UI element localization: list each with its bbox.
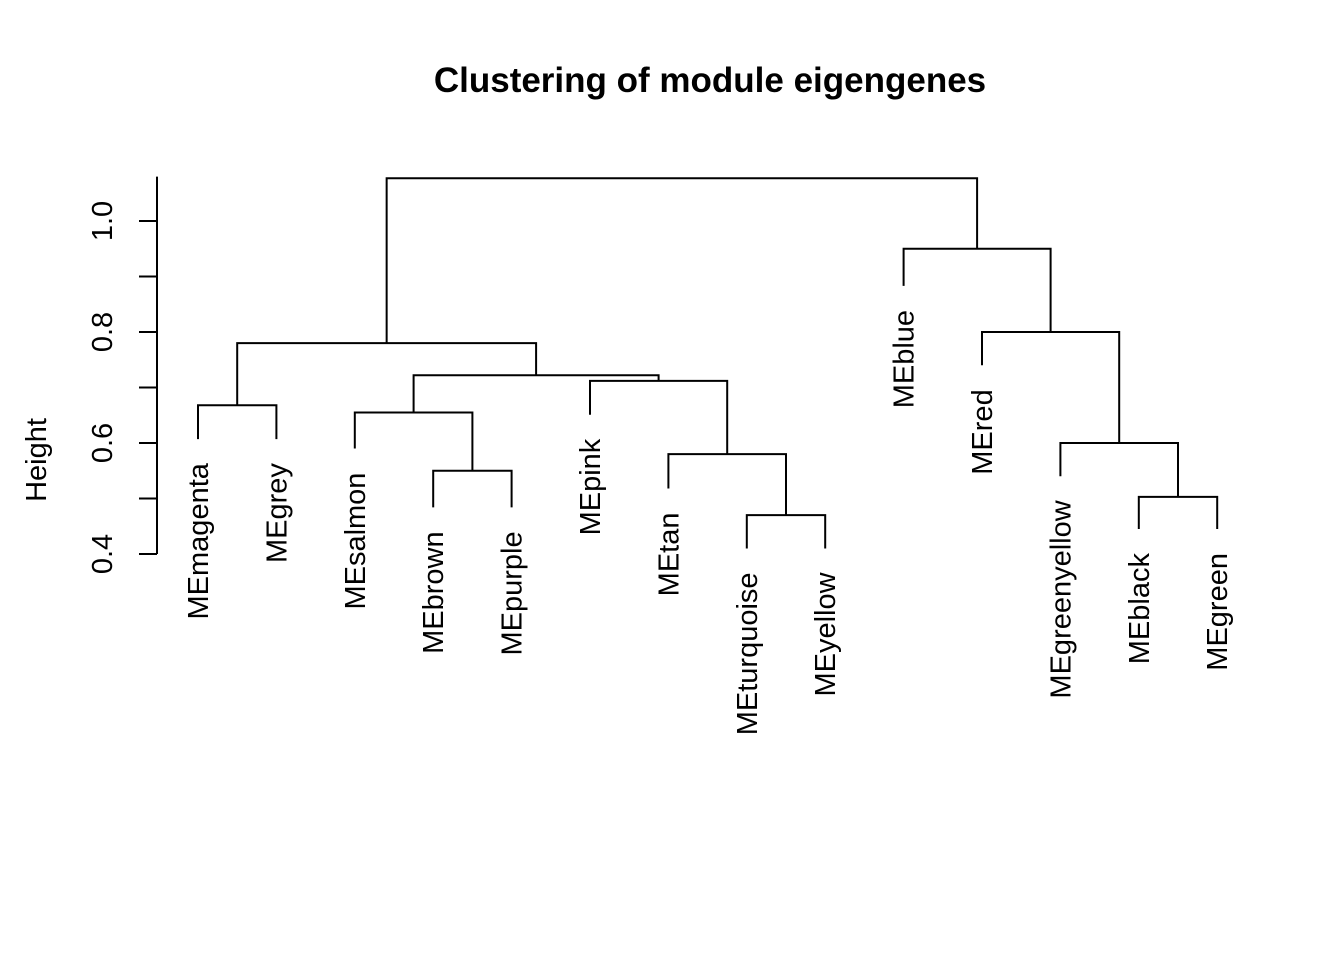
leaf-label-mebrown: MEbrown [418, 531, 450, 654]
leaf-label-memagenta: MEmagenta [183, 462, 215, 619]
branch-m4 [745, 514, 827, 549]
branch-m11 [981, 331, 1121, 443]
chart-title: Clustering of module eigengenes [434, 61, 986, 100]
branch-m3 [353, 411, 474, 471]
branch-m10 [1059, 442, 1179, 497]
leaf-label-meblue: MEblue [889, 310, 921, 408]
branch-m6 [589, 379, 729, 455]
leaf-label-megreenyellow: MEgreenyellow [1045, 499, 1077, 698]
dendrogram-branches [197, 177, 1219, 549]
leaf-label-megrey: MEgrey [261, 463, 293, 563]
leaf-label-mesalmon: MEsalmon [340, 473, 372, 610]
y-tick-label: 0.8 [87, 312, 119, 352]
leaf-label-meturquoise: MEturquoise [732, 572, 764, 735]
y-tick-label: 0.4 [87, 534, 119, 574]
y-axis-label: Height [21, 418, 53, 502]
branch-m1 [197, 404, 278, 440]
leaf-label-mepurple: MEpurple [497, 531, 529, 655]
branch-m5 [667, 453, 787, 516]
branch-m9 [1137, 495, 1219, 530]
branch-m8 [236, 342, 538, 406]
leaf-label-mepink: MEpink [575, 438, 607, 535]
branch-m12 [902, 247, 1052, 332]
leaf-label-megreen: MEgreen [1202, 553, 1234, 671]
leaf-labels: MEmagenta MEgrey MEsalmon MEbrown MEpurple ME… [183, 310, 1234, 735]
branch-m2 [432, 469, 513, 508]
leaf-label-mered: MEred [967, 389, 999, 474]
leaf-label-meblack: MEblack [1124, 553, 1156, 665]
y-tick-label: 1.0 [87, 201, 119, 241]
y-tick-label: 0.6 [87, 423, 119, 463]
leaf-label-metan: MEtan [653, 513, 685, 597]
y-axis: 0.4 0.6 0.8 1.0 [87, 176, 158, 574]
branch-m13 [385, 177, 979, 344]
leaf-label-meyellow: MEyellow [810, 571, 842, 696]
